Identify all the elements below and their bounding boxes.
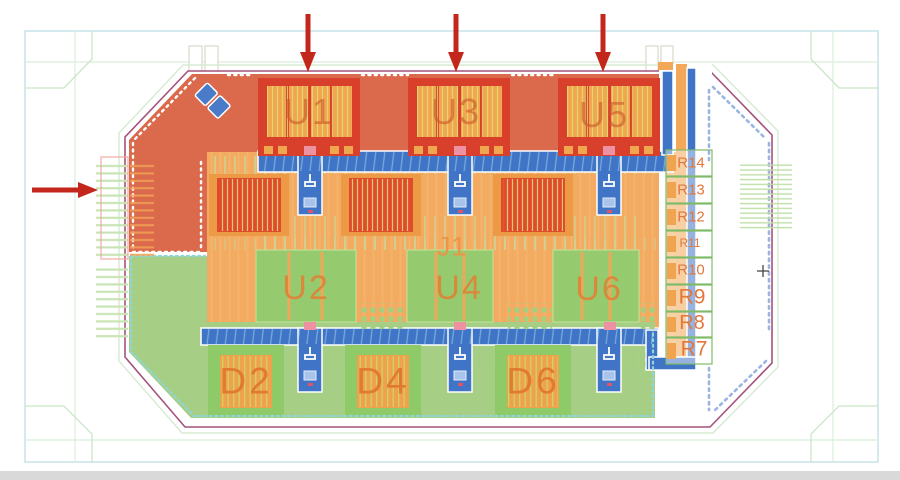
resistor-pads <box>667 155 676 359</box>
origin-crosshair <box>757 265 769 277</box>
panel-corner-cut-top-left <box>25 31 93 89</box>
pink-pad <box>603 146 615 155</box>
component-u4 <box>406 249 494 323</box>
label-r8: R8 <box>679 312 705 334</box>
annotation-arrow-left <box>32 182 98 198</box>
via-cluster <box>475 347 497 367</box>
component-u2 <box>255 249 357 323</box>
label-r13: R13 <box>677 181 705 199</box>
j1-red-pad-3 <box>493 174 573 236</box>
label-d6: D6 <box>506 360 560 402</box>
testpoint-icon <box>304 174 615 360</box>
blue-riser-a <box>661 70 674 156</box>
label-u1: U1 <box>283 91 335 132</box>
panel-corner-cut-top-right <box>810 31 878 89</box>
scan-edge-band <box>0 471 900 480</box>
pink-pad <box>304 322 316 330</box>
panel-corner-cut-bottom-right <box>810 405 878 462</box>
component-u3 <box>408 78 510 156</box>
edge-connector-left-upper <box>96 156 154 260</box>
panel-corner-cut-bottom-left <box>25 405 93 462</box>
label-u3: U3 <box>430 91 482 132</box>
component-d6 <box>495 345 571 417</box>
label-j1: J1 <box>436 231 468 262</box>
component-u5 <box>558 78 660 156</box>
label-r14: R14 <box>677 154 705 172</box>
component-d4 <box>345 345 421 417</box>
diagonal-blue-component <box>194 82 231 119</box>
component-d2 <box>208 345 284 417</box>
j1-red-pad-2 <box>341 174 421 236</box>
label-u2: U2 <box>282 269 330 307</box>
label-r11: R11 <box>679 236 701 250</box>
testpoint-icons <box>303 174 616 386</box>
via-cluster <box>508 303 552 329</box>
edge-connector-right <box>740 163 792 229</box>
annotation-arrows <box>32 14 611 198</box>
connector-highlight-box <box>100 156 129 260</box>
via-cluster <box>624 347 646 367</box>
via-cluster <box>325 347 347 367</box>
edge-connector-left-lower <box>96 266 128 338</box>
right-orange-bus <box>676 64 687 364</box>
label-r9: R9 <box>678 285 706 309</box>
pink-pad <box>604 322 616 330</box>
annotation-arrow-down-2 <box>448 14 464 72</box>
label-r10: R10 <box>677 261 705 279</box>
label-d4: D4 <box>356 360 410 402</box>
panel-frame <box>0 30 900 480</box>
label-r12: R12 <box>677 208 705 226</box>
label-u6: U6 <box>575 270 623 308</box>
top-orange-tab-pad <box>658 62 673 70</box>
label-u5: U5 <box>578 94 630 135</box>
via-cluster <box>360 303 404 329</box>
pink-pad <box>454 322 466 330</box>
label-u4: U4 <box>435 269 483 307</box>
label-d2: D2 <box>219 360 273 402</box>
label-r7: R7 <box>680 337 708 361</box>
blue-trace-network <box>200 67 697 393</box>
annotation-arrow-down-1 <box>300 14 316 72</box>
annotation-arrow-down-3 <box>595 14 611 72</box>
pink-pad <box>454 146 466 155</box>
j1-red-pad-1 <box>209 174 289 236</box>
component-u1 <box>258 78 360 156</box>
component-u6 <box>552 249 640 323</box>
pink-pad <box>304 146 316 155</box>
via-cluster <box>641 303 655 329</box>
